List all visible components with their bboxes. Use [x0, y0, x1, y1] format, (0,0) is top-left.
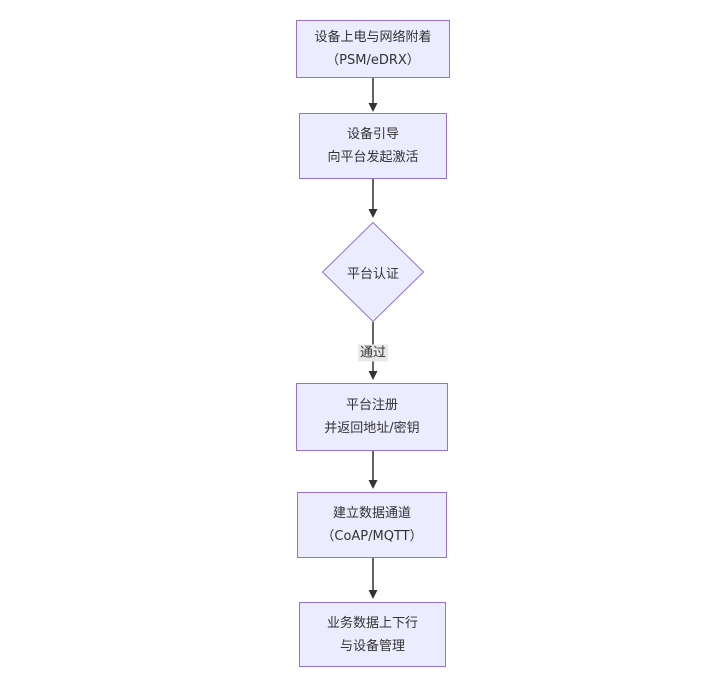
node-label-line: 业务数据上下行 [326, 615, 418, 631]
node-label-line: 并返回地址/密钥 [324, 421, 420, 436]
node-business-data-mgmt: 业务数据上下行 与设备管理 [299, 602, 446, 667]
node-label-line: 与设备管理 [339, 638, 405, 654]
diamond-shape [321, 221, 425, 323]
node-label-line: （PSM/eDRX） [326, 53, 420, 68]
node-label-line: 平台注册 [345, 398, 398, 413]
node-label-line: （CoAP/MQTT） [321, 529, 423, 544]
edge-label-pass: 通过 [357, 344, 389, 362]
node-label-line: 设备引导 [346, 127, 399, 142]
node-power-network-attach: 设备上电与网络附着 （PSM/eDRX） [296, 20, 450, 78]
node-platform-register: 平台注册 并返回地址/密钥 [296, 383, 448, 451]
node-label-line: 向平台发起激活 [327, 150, 419, 165]
decision-platform-auth: 平台认证 [321, 221, 425, 323]
node-label-line: 设备上电与网络附着 [314, 30, 432, 45]
node-label-line: 建立数据通道 [332, 506, 411, 521]
decision-label: 平台认证 [346, 266, 399, 282]
node-data-channel: 建立数据通道 （CoAP/MQTT） [297, 492, 447, 558]
node-device-bootstrap: 设备引导 向平台发起激活 [299, 113, 447, 179]
